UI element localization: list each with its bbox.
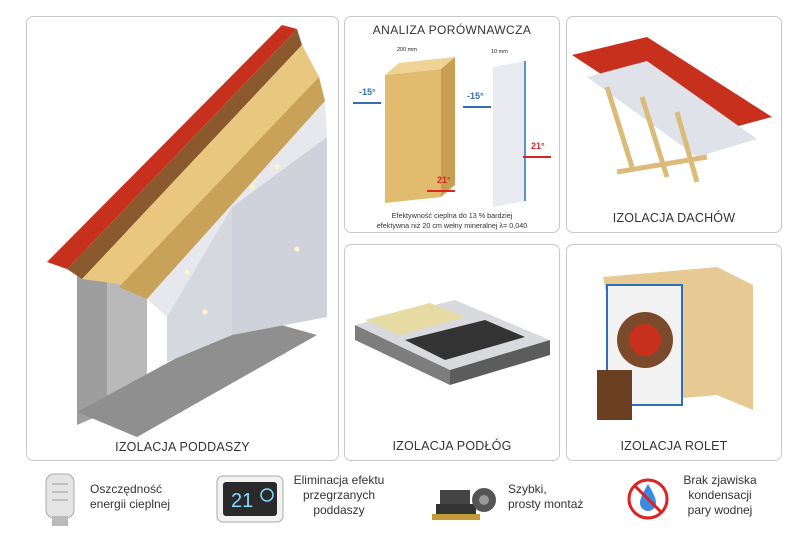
heating-mat: [405, 320, 525, 360]
roof-membrane: [587, 61, 757, 157]
display-value: 21: [231, 490, 253, 512]
feature-no-condensation: Brak zjawiska kondensacji pary wodnej: [625, 470, 785, 528]
stapler-tools-icon: [432, 488, 496, 520]
foil-panel: [493, 61, 525, 207]
comparison-note-line2: efektywna niż 20 cm wełny mineralnej λ= …: [376, 221, 528, 230]
feature-line: Eliminacja efektu: [293, 473, 385, 487]
window-frame: [597, 370, 632, 420]
spot-light: [274, 164, 280, 170]
feature-line: kondensacji: [688, 488, 752, 502]
attic-insulation-panel: IZOLACJA PODDASZY: [26, 16, 339, 461]
cold-temp-left: -15°: [359, 87, 376, 97]
radiator-thermostat-icon: [45, 473, 75, 526]
beam: [616, 154, 708, 175]
roof-tiles: [47, 25, 297, 269]
feature-condensation-text: Brak zjawiska kondensacji pary wodnej: [677, 473, 763, 518]
tile-area: [365, 303, 465, 335]
shutter-caption: IZOLACJA ROLET: [620, 439, 728, 453]
feature-line: pary wodnej: [687, 503, 753, 517]
feature-overheating: 21 Eliminacja efektu przegrzanych poddas…: [215, 470, 415, 528]
attic-insulation-illustration: [47, 25, 327, 437]
floor-insulation-illustration: [355, 300, 550, 385]
attic-caption: IZOLACJA PODDASZY: [115, 440, 250, 454]
comparison-note-line1: Efektywność cieplna do 13 % bardziej: [391, 211, 513, 220]
roof-insulation-illustration: [572, 37, 772, 183]
spot-light: [202, 309, 208, 315]
no-condensation-icon: [627, 478, 669, 520]
roof-board: [67, 29, 302, 279]
feature-fast-install: Szybki, prosty montaż: [430, 470, 605, 528]
feature-line: Brak zjawiska: [683, 473, 757, 487]
floor-insulation-panel: IZOLACJA PODŁÓG: [344, 244, 560, 461]
rafter: [674, 111, 700, 183]
wool-block-front: [385, 69, 441, 203]
knee-wall-foil: [167, 207, 232, 362]
mineral-wool-layer: [82, 45, 319, 285]
feature-line: Oszczędność: [90, 482, 163, 496]
spot-light: [184, 269, 190, 275]
feature-line: prosty montaż: [508, 497, 584, 511]
floor-slab: [77, 317, 317, 437]
warm-temp-left: 21°: [437, 175, 451, 185]
feature-install-text: Szybki, prosty montaż: [508, 482, 583, 512]
feature-overheating-text: Eliminacja efektu przegrzanych poddaszy: [287, 473, 391, 518]
thermostat-display-icon: 21: [216, 475, 284, 523]
spot-light: [249, 184, 255, 190]
wool-thickness-label: 200 mm: [397, 47, 417, 53]
feature-line: Szybki,: [508, 482, 547, 496]
comparison-title: ANALIZA PORÓWNAWCZA: [372, 23, 532, 37]
wool-block-top: [385, 57, 455, 75]
feature-energy-text: Oszczędność energii cieplnej: [90, 482, 170, 512]
roll-core: [629, 324, 661, 356]
concrete-wall-side: [77, 239, 107, 425]
floor-slab-side: [355, 325, 450, 385]
cold-temp-right: -15°: [467, 91, 484, 101]
roof-caption: IZOLACJA DACHÓW: [612, 211, 736, 225]
wool-block-side: [441, 57, 455, 197]
floor-slab-front: [450, 340, 550, 385]
rafter: [604, 86, 635, 168]
interior-wall-foil: [232, 137, 327, 335]
comparison-panel: ANALIZA PORÓWNAWCZA -15° -15° 21° 21° 20…: [344, 16, 560, 233]
feature-energy-saving: Oszczędność energii cieplnej: [40, 470, 210, 528]
spot-light: [294, 246, 300, 252]
shutter-insulation-illustration: [597, 267, 753, 420]
roof-insulation-panel: IZOLACJA DACHÓW: [566, 16, 782, 233]
feature-line: poddaszy: [313, 503, 365, 517]
feature-line: energii cieplnej: [90, 497, 171, 511]
warm-temp-right: 21°: [531, 141, 545, 151]
feature-line: przegrzanych: [302, 488, 376, 502]
rafter-layer: [119, 77, 325, 299]
comparison-illustration: [353, 57, 551, 207]
floor-caption: IZOLACJA PODŁÓG: [392, 439, 512, 453]
foil-thickness-label: 10 mm: [491, 49, 508, 55]
shutter-insulation-panel: IZOLACJA ROLET: [566, 244, 782, 461]
